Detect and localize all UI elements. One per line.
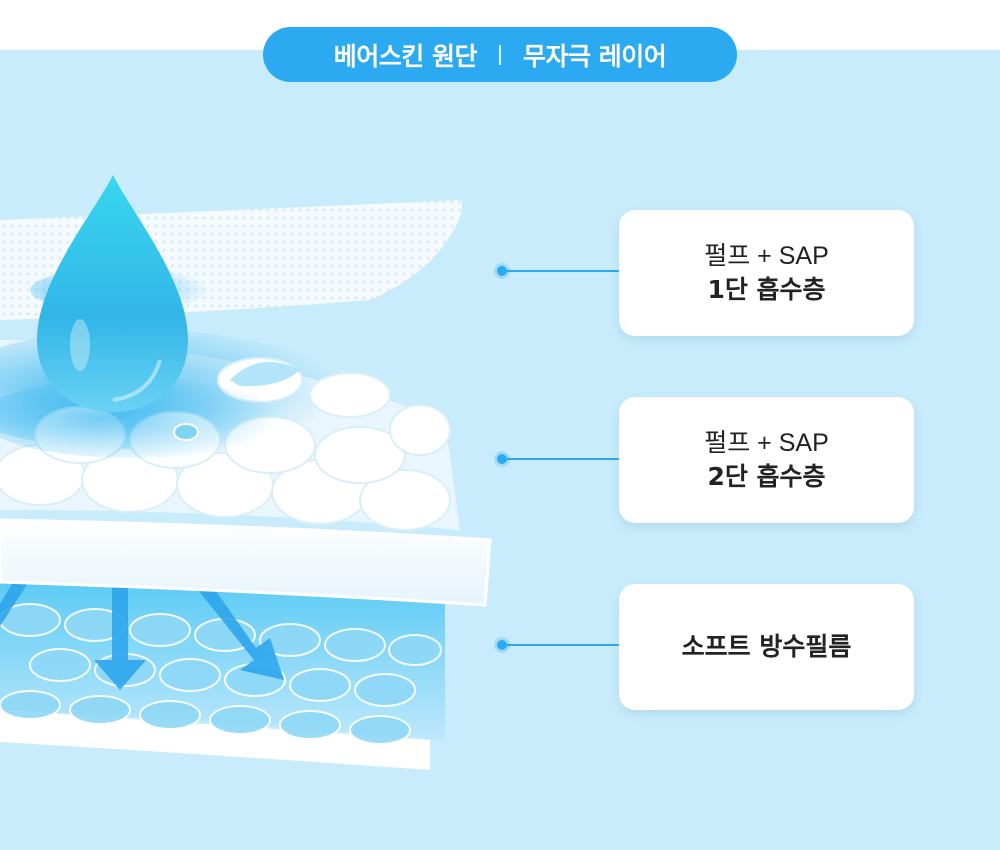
water-splash <box>230 362 300 387</box>
header-left-text: 베어스킨 원단 <box>333 41 478 71</box>
layer-name: 2단 흡수층 <box>707 462 826 491</box>
layer-name: 1단 흡수층 <box>707 275 826 304</box>
connector-layer-3 <box>497 640 619 650</box>
connector-layer-2 <box>497 454 619 464</box>
connector-dot <box>497 640 507 650</box>
header-divider <box>499 44 501 65</box>
diaper-layer-illustration <box>0 175 492 770</box>
connector-dot <box>497 454 507 464</box>
middle-sheet <box>0 518 492 607</box>
header-pill: 베어스킨 원단 무자극 레이어 <box>263 27 737 82</box>
layer-material: 펄프 + SAP <box>704 429 829 457</box>
connector-line <box>503 458 619 460</box>
waterproof-film <box>0 710 430 770</box>
droplet <box>173 423 199 441</box>
label-card-layer-3: 소프트 방수필름 <box>619 584 914 710</box>
layer-material: 펄프 + SAP <box>704 242 829 270</box>
connector-layer-1 <box>497 266 619 276</box>
connector-line <box>503 270 619 272</box>
second-absorbent-layer <box>0 570 445 745</box>
header-right-text: 무자극 레이어 <box>523 41 667 71</box>
label-card-layer-1: 펄프 + SAP 1단 흡수층 <box>619 210 914 336</box>
connector-dot <box>497 266 507 276</box>
label-card-layer-2: 펄프 + SAP 2단 흡수층 <box>619 397 914 523</box>
arrow-down-icon <box>0 574 284 690</box>
connector-line <box>503 644 619 646</box>
layer-name: 소프트 방수필름 <box>681 632 852 661</box>
water-drop-icon <box>37 175 188 412</box>
